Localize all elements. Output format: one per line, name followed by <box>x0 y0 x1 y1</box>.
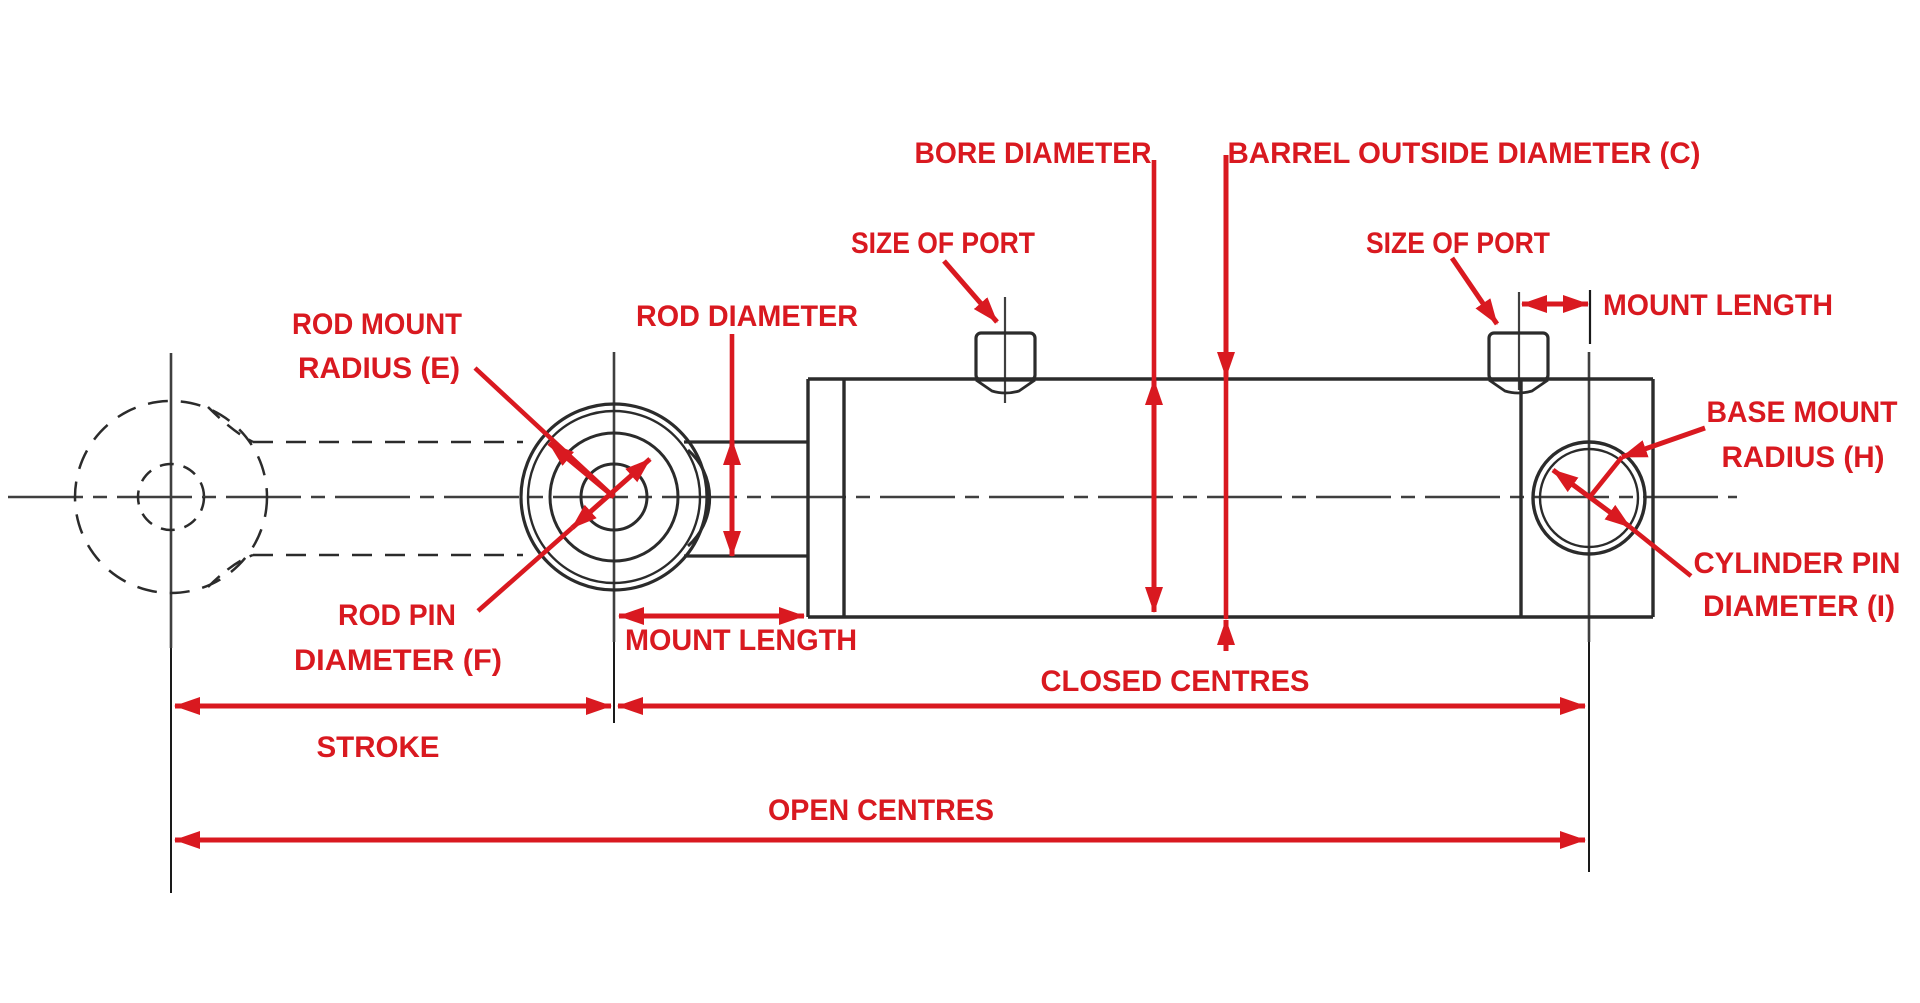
port-left <box>974 331 1037 395</box>
eye-bearing-circle <box>548 431 680 563</box>
rod-mount-radius-label-line1: ROD MOUNT <box>292 308 462 341</box>
phantom-pin-circle <box>136 462 206 532</box>
port2-boss <box>1487 331 1550 382</box>
open-centres-label: OPEN CENTRES <box>768 794 994 827</box>
base-mount-pin-circle <box>1538 447 1640 549</box>
port1-weld-line <box>975 378 1036 395</box>
port2-weld-line <box>1488 378 1549 395</box>
barrel-od-label: BARREL OUTSIDE DIAMETER (C) <box>1228 137 1701 170</box>
rod-pin-diameter-label-line2: DIAMETER (F) <box>294 644 502 677</box>
cylinder-pin-diameter-label-line2: DIAMETER (I) <box>1703 590 1895 623</box>
closed-centres-label: CLOSED CENTRES <box>1041 665 1310 698</box>
rod-pin-diameter-dimension <box>476 457 652 613</box>
eye-outer-inner-circle <box>526 409 702 585</box>
base-mount-radius-label-line1: BASE MOUNT <box>1707 396 1898 429</box>
base-mount-radius-label-line2: RADIUS (H) <box>1722 441 1885 474</box>
port2-leader-arrow <box>1449 256 1500 326</box>
phantom-rod-end <box>73 399 523 595</box>
bore-diameter-label: BORE DIAMETER <box>915 137 1152 170</box>
base-mount-radius-dimension <box>1587 425 1706 500</box>
base-mount-eye <box>1531 440 1647 556</box>
piston-rod <box>684 440 808 558</box>
rod-diameter-label: ROD DIAMETER <box>636 300 858 333</box>
rod-mount-radius-dimension <box>473 366 616 499</box>
cylinder-pin-diameter-label-line1: CYLINDER PIN <box>1694 547 1901 580</box>
cylinder-pin-diameter-label: CYLINDER PIN DIAMETER (I) <box>1694 547 1901 623</box>
phantom-eye-outer-circle <box>73 399 269 595</box>
port1-boss <box>974 331 1037 382</box>
mount-length-bottom-label: MOUNT LENGTH <box>625 624 857 657</box>
base-mount-outer-circle <box>1531 440 1647 556</box>
phantom-neck-top-curve <box>207 406 254 444</box>
rod-end-eye <box>519 402 712 592</box>
size-of-port-left-label: SIZE OF PORT <box>851 227 1035 260</box>
eye-outer-circle <box>519 402 709 592</box>
mount-length-top-label: MOUNT LENGTH <box>1603 289 1833 322</box>
rod-pin-diameter-label: ROD PIN DIAMETER (F) <box>294 599 502 677</box>
rod-pin-diameter-label-line1: ROD PIN <box>338 599 456 632</box>
rod-mount-radius-label-line2: RADIUS (E) <box>298 352 460 385</box>
size-of-port-right-label: SIZE OF PORT <box>1366 227 1550 260</box>
port-right <box>1487 331 1550 395</box>
cylinder-pin-diameter-dimension <box>1551 467 1693 578</box>
base-mount-radius-label: BASE MOUNT RADIUS (H) <box>1707 396 1898 474</box>
rod-mount-radius-label: ROD MOUNT RADIUS (E) <box>292 308 462 385</box>
stroke-label: STROKE <box>317 731 440 764</box>
phantom-neck-bottom-curve <box>207 553 254 588</box>
eye-housing-arc <box>687 448 712 548</box>
port1-leader-arrow <box>942 259 999 324</box>
